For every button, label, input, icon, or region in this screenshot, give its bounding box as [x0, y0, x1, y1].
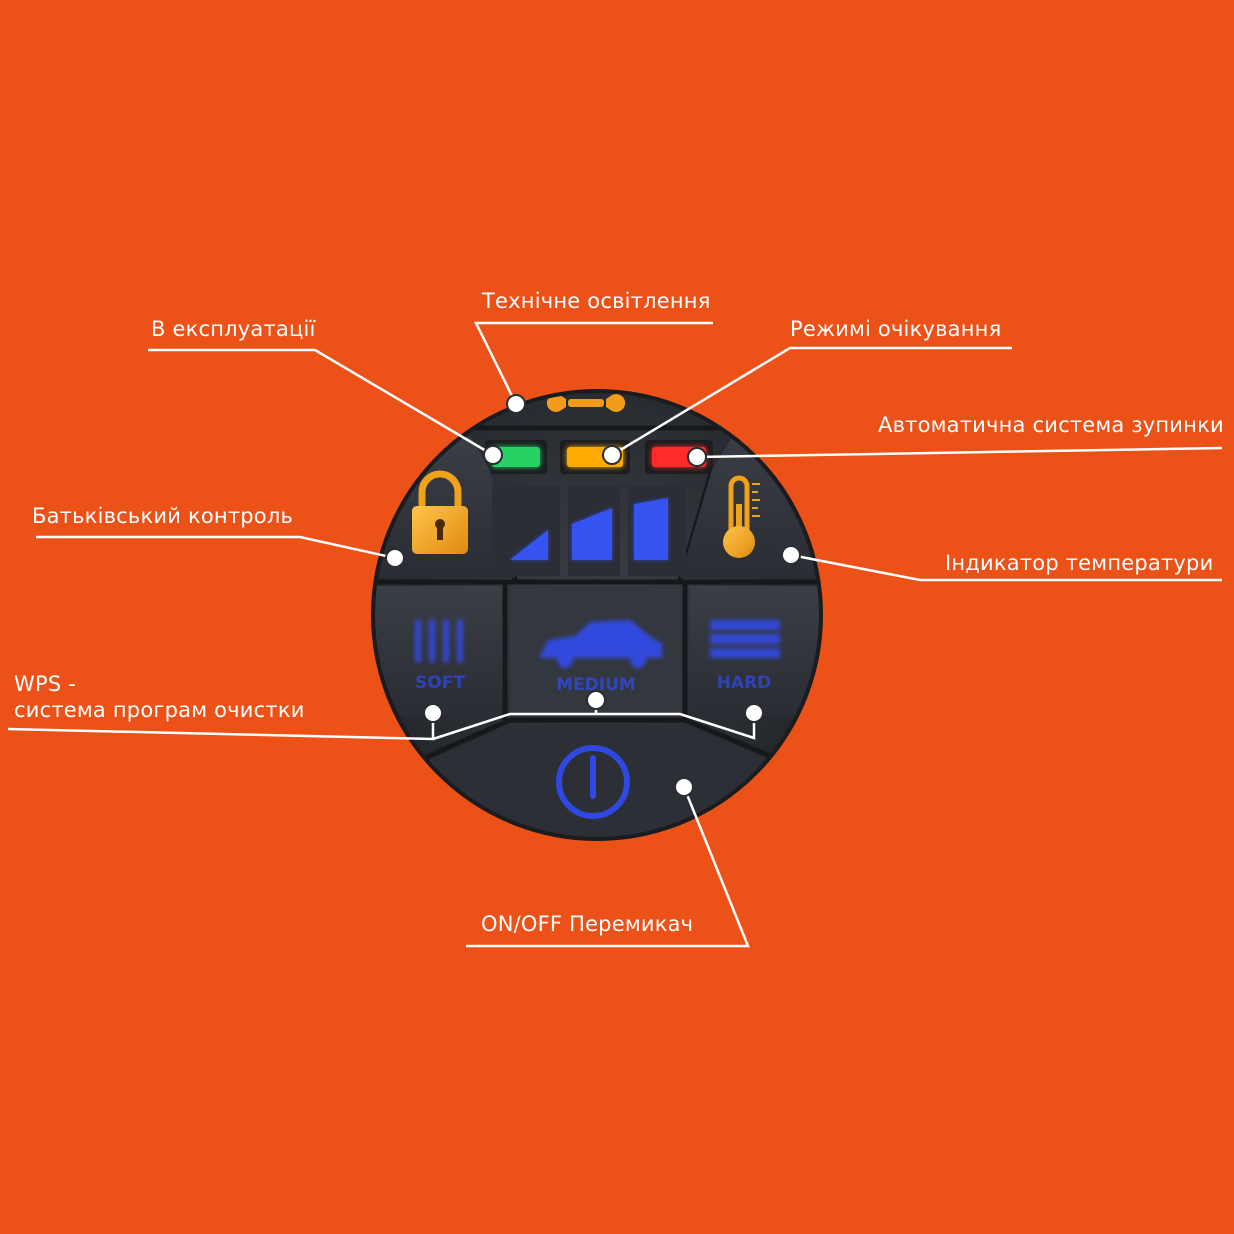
medium-label: MEDIUM	[556, 675, 636, 695]
pressure-bars-icon	[492, 486, 686, 576]
hard-spray-icon	[710, 620, 780, 658]
power-icon	[556, 745, 630, 819]
soft-spray-icon	[415, 619, 463, 663]
padlock-icon	[412, 470, 468, 554]
car-icon	[540, 620, 662, 668]
led-strip	[485, 440, 713, 474]
callout-dots	[385, 394, 801, 797]
callout-lines	[7, 321, 1223, 948]
hard-label: HARD	[717, 673, 772, 693]
thermometer-icon	[723, 475, 760, 558]
led-green	[492, 447, 540, 467]
wrench-icon	[546, 394, 626, 413]
label-technical-lighting: Технічне освітлення	[482, 289, 711, 313]
label-temperature-indicator: Індикатор температури	[945, 551, 1214, 575]
label-on-off: ON/OFF Перемикач	[481, 912, 694, 936]
label-parental-control: Батьківський контроль	[32, 504, 294, 528]
hard-program-button[interactable]: HARD	[690, 586, 822, 716]
label-in-operation: В експлуатації	[151, 317, 316, 341]
on-off-button[interactable]	[420, 724, 780, 850]
label-wps-programs: система програм очистки	[14, 698, 305, 722]
soft-program-button[interactable]: SOFT	[372, 586, 502, 716]
label-standby-mode: Режимі очікування	[790, 317, 1002, 341]
soft-label: SOFT	[415, 673, 465, 693]
label-wps-title: WPS -	[14, 672, 77, 696]
label-auto-stop: Автоматична система зупинки	[878, 413, 1224, 437]
medium-program-button[interactable]: MEDIUM	[510, 586, 682, 716]
